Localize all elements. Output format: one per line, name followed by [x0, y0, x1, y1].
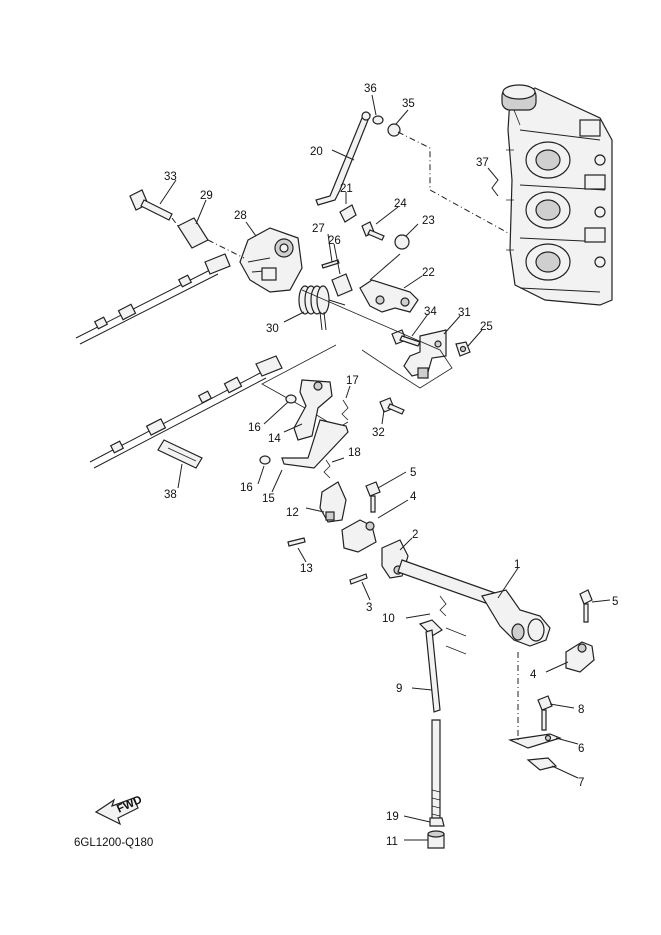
callout-numbers: 36 35 20 37 21 24 23 27 26 22 33 29 28 3…: [164, 83, 618, 848]
washer-16a: [285, 394, 297, 404]
callout-20: 20: [310, 146, 323, 158]
callout-4a: 4: [410, 491, 417, 503]
callout-2: 2: [412, 529, 418, 541]
rod-9: [425, 629, 441, 713]
callout-16b: 16: [240, 482, 253, 494]
callout-26: 26: [328, 235, 341, 247]
callout-19: 19: [386, 811, 399, 823]
callout-28: 28: [234, 210, 247, 222]
plate-6: [507, 733, 562, 749]
callout-31: 31: [458, 307, 471, 319]
callout-3: 3: [366, 602, 372, 614]
collar-29: [177, 217, 209, 249]
callout-33: 33: [164, 171, 177, 183]
pin-3: [349, 573, 368, 585]
throttle-link-group: [129, 111, 511, 429]
callout-29: 29: [200, 190, 213, 202]
callout-27: 27: [312, 223, 325, 235]
callout-4b: 4: [530, 669, 537, 681]
washer-36: [372, 115, 384, 125]
clip-21: [339, 204, 357, 223]
screw-5b: [579, 589, 593, 605]
callout-15: 15: [262, 493, 275, 505]
callout-5b: 5: [612, 596, 618, 608]
callout-8: 8: [578, 704, 584, 716]
callout-36: 36: [364, 83, 377, 95]
lever-14: [293, 379, 333, 441]
shift-shaft-group: [341, 481, 595, 849]
callout-25: 25: [480, 321, 493, 333]
callout-14: 14: [268, 433, 281, 445]
collar-26: [331, 273, 353, 297]
spring-30: [298, 285, 330, 331]
callout-10: 10: [382, 613, 395, 625]
fwd-arrow-icon: FWD: [94, 794, 144, 826]
screw-5a: [365, 481, 381, 497]
shift-link-group: [259, 379, 349, 547]
lever-4b: [565, 641, 595, 673]
callout-leaders: [159, 94, 611, 841]
callout-7: 7: [578, 777, 584, 789]
callout-32: 32: [372, 427, 385, 439]
washer-16b: [259, 455, 271, 465]
callout-17: 17: [346, 375, 359, 387]
collar-23: [394, 234, 410, 250]
rod-15: [281, 419, 349, 469]
plate-7: [526, 757, 558, 771]
callout-13: 13: [300, 563, 313, 575]
callout-11: 11: [386, 836, 398, 848]
pin-13: [287, 537, 306, 547]
collar-35: [387, 123, 401, 137]
callout-21: 21: [340, 183, 353, 195]
callout-30: 30: [266, 323, 279, 335]
callout-6: 6: [578, 743, 584, 755]
callout-38: 38: [164, 489, 177, 501]
screw-8: [537, 695, 553, 711]
callout-16a: 16: [248, 422, 261, 434]
callout-22: 22: [422, 267, 435, 279]
callout-34: 34: [424, 306, 437, 318]
throttle-cables: [75, 253, 283, 469]
callout-35: 35: [402, 98, 415, 110]
callout-5a: 5: [410, 467, 416, 479]
bracket-28: [239, 227, 303, 293]
callout-18: 18: [348, 447, 361, 459]
callout-24: 24: [394, 198, 407, 210]
diagram-code: 6GL1200-Q180: [74, 837, 153, 849]
pin-27: [321, 259, 340, 269]
callout-12: 12: [286, 507, 299, 519]
callout-37: 37: [476, 157, 489, 169]
callout-23: 23: [422, 215, 435, 227]
shaft-1: [397, 559, 499, 607]
carburetor-assembly: [501, 84, 613, 306]
callout-9: 9: [396, 683, 402, 695]
nut-19: [429, 817, 445, 827]
callout-1: 1: [514, 559, 520, 571]
